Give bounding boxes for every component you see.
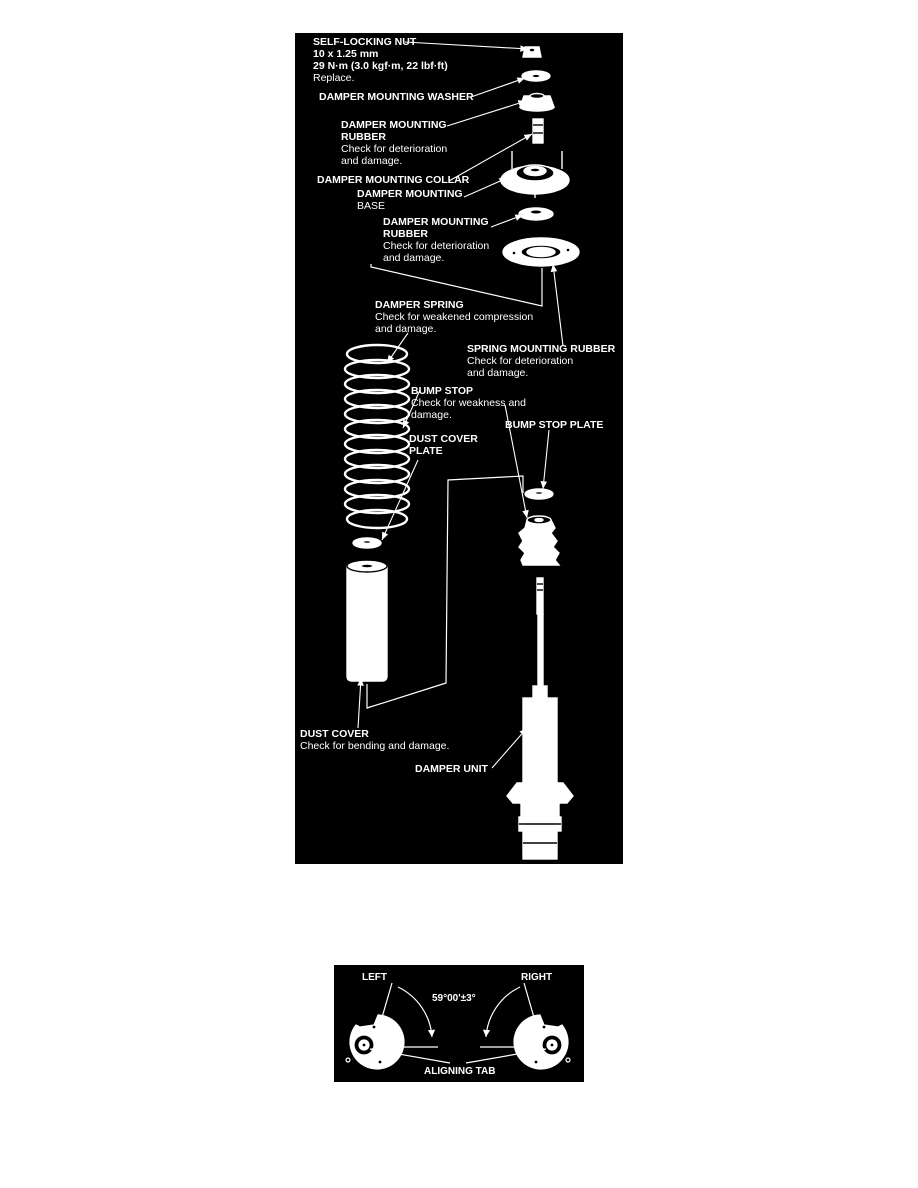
left-label: LEFT [362,972,387,983]
right-mount-part [513,1014,571,1070]
bump-stop-plate-label: BUMP STOP PLATE [505,419,604,431]
damper-mounting-base-part [500,151,570,198]
damper-mounting-rubber-upper-part [519,92,555,112]
bump-stop-plate-part [524,488,554,500]
bump-stop-label: BUMP STOP Check for weakness and damage. [411,385,526,421]
exploded-view-diagram: SELF-LOCKING NUT 10 x 1.25 mm 29 N·m (3.… [295,33,623,864]
damper-mounting-collar-part [532,118,544,144]
aligning-tab-drawing [345,982,571,1070]
spring-mounting-rubber-label: SPRING MOUNTING RUBBER Check for deterio… [467,343,616,379]
damper-mounting-washer-part [521,70,551,82]
dust-cover-plate-label: DUST COVER PLATE [409,433,478,457]
damper-spring-label: DAMPER SPRING Check for weakened compres… [375,299,534,335]
aligning-tab-label: ALIGNING TAB [424,1066,496,1077]
damper-mounting-washer-label: DAMPER MOUNTING WASHER [319,91,474,103]
damper-mounting-base-label: DAMPER MOUNTING BASE [357,188,463,212]
damper-unit-label: DAMPER UNIT [415,763,488,775]
damper-spring-part [343,343,411,530]
angle-label: 59°00'±3° [432,993,476,1004]
damper-mounting-rubber-lower-label: DAMPER MOUNTING RUBBER Check for deterio… [383,216,490,264]
right-label: RIGHT [521,972,553,983]
damper-mounting-collar-label: DAMPER MOUNTING COLLAR [317,174,470,186]
aligning-tab-diagram: LEFT RIGHT 59°00'±3° ALIGNING TAB [334,965,584,1082]
damper-mounting-rubber-upper-label: DAMPER MOUNTING RUBBER Check for deterio… [341,119,448,167]
dust-cover-label: DUST COVER Check for bending and damage. [300,728,450,752]
damper-mounting-rubber-lower-part [518,207,554,221]
self-locking-nut-label: SELF-LOCKING NUT 10 x 1.25 mm 29 N·m (3.… [313,36,448,84]
dust-cover-plate-part [352,537,382,549]
spring-mounting-rubber-part [502,237,580,267]
left-mount-part [345,1014,405,1070]
exploded-view-drawing [343,41,580,860]
bump-stop-part [518,515,561,566]
damper-unit-part [506,577,574,860]
dust-cover-part [346,559,388,682]
